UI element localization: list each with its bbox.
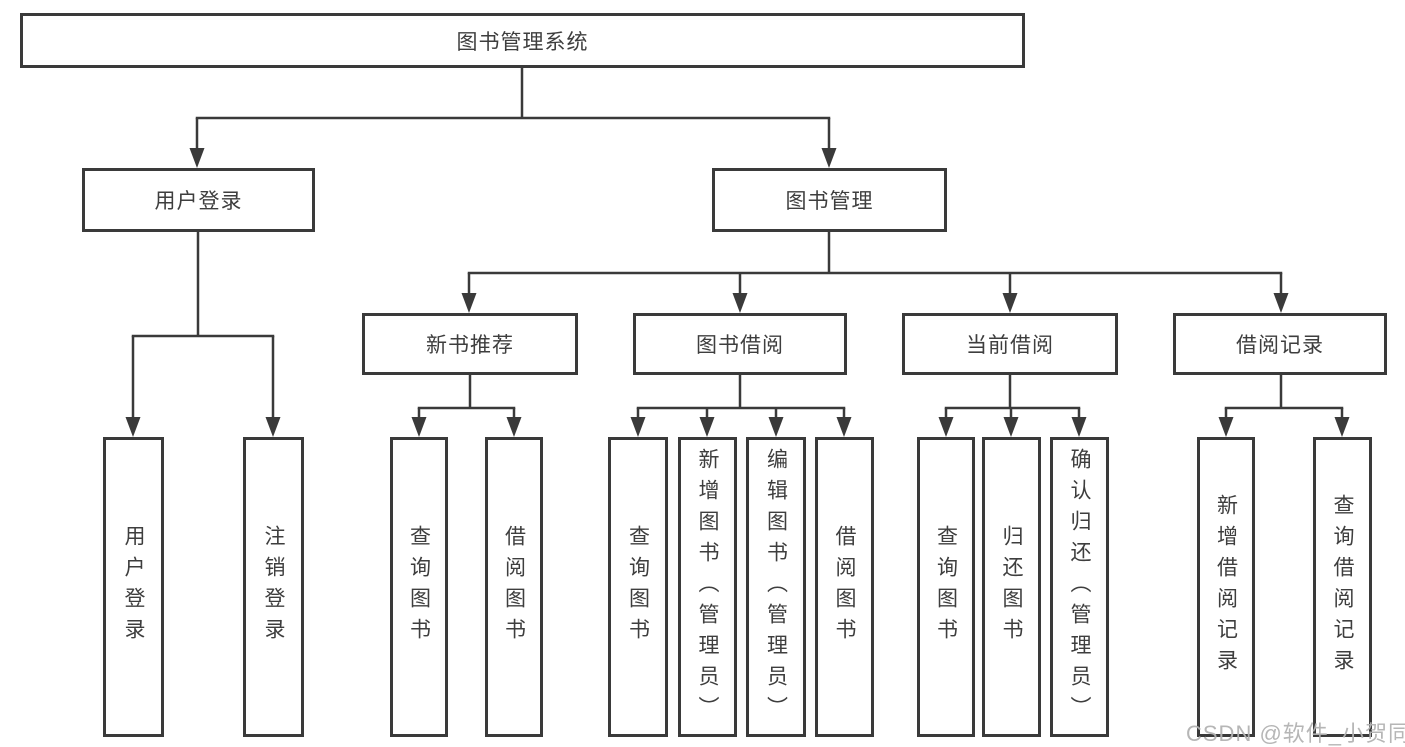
leaf-logout: 注销登录 (243, 437, 304, 737)
node-current-borrow: 当前借阅 (902, 313, 1118, 375)
node-label: 借阅图书 (502, 525, 526, 649)
node-label: 归还图书 (1000, 525, 1023, 649)
node-user-login: 用户登录 (82, 168, 315, 232)
node-label: 用户登录 (154, 190, 243, 213)
leaf-query-books-borrow: 查询图书 (608, 437, 668, 737)
leaf-user-login: 用户登录 (103, 437, 164, 737)
watermark: CSDN @软件_小贺同学 (1186, 721, 1405, 746)
leaf-confirm-return-admin: 确认归还（管理员） (1050, 437, 1109, 737)
leaf-query-books-recommend: 查询图书 (390, 437, 448, 737)
node-book-borrow: 图书借阅 (633, 313, 847, 375)
node-label: 新增借阅记录 (1214, 494, 1238, 680)
node-new-book-recommend: 新书推荐 (362, 313, 578, 375)
node-library-management-system: 图书管理系统 (20, 13, 1025, 68)
node-label: 图书管理 (785, 190, 874, 213)
node-label: 借阅图书 (833, 525, 856, 649)
node-label: 查询借阅记录 (1331, 494, 1354, 680)
node-label: 新增图书（管理员） (696, 447, 719, 727)
leaf-edit-books-admin: 编辑图书（管理员） (746, 437, 806, 737)
node-label: 查询图书 (626, 525, 650, 649)
leaf-add-borrow-record: 新增借阅记录 (1197, 437, 1255, 737)
node-label: 查询图书 (934, 525, 958, 649)
arrowhead-group (125, 148, 1350, 437)
node-label: 编辑图书（管理员） (764, 447, 788, 727)
node-label: 新书推荐 (426, 334, 514, 357)
leaf-query-books-current: 查询图书 (917, 437, 975, 737)
node-book-management: 图书管理 (712, 168, 947, 232)
leaf-borrow-books-recommend: 借阅图书 (485, 437, 543, 737)
node-label: 确认归还（管理员） (1068, 447, 1091, 727)
node-label: 用户登录 (122, 525, 145, 649)
leaf-borrow-books: 借阅图书 (815, 437, 874, 737)
node-borrow-records: 借阅记录 (1173, 313, 1387, 375)
node-label: 注销登录 (262, 525, 285, 649)
node-label: 图书管理系统 (456, 30, 589, 54)
node-label: 图书借阅 (696, 334, 784, 357)
leaf-return-books: 归还图书 (982, 437, 1041, 737)
node-label: 查询图书 (407, 525, 431, 649)
node-label: 当前借阅 (966, 334, 1054, 357)
leaf-add-books-admin: 新增图书（管理员） (678, 437, 737, 737)
leaf-query-borrow-record: 查询借阅记录 (1313, 437, 1372, 737)
node-label: 借阅记录 (1236, 334, 1324, 357)
